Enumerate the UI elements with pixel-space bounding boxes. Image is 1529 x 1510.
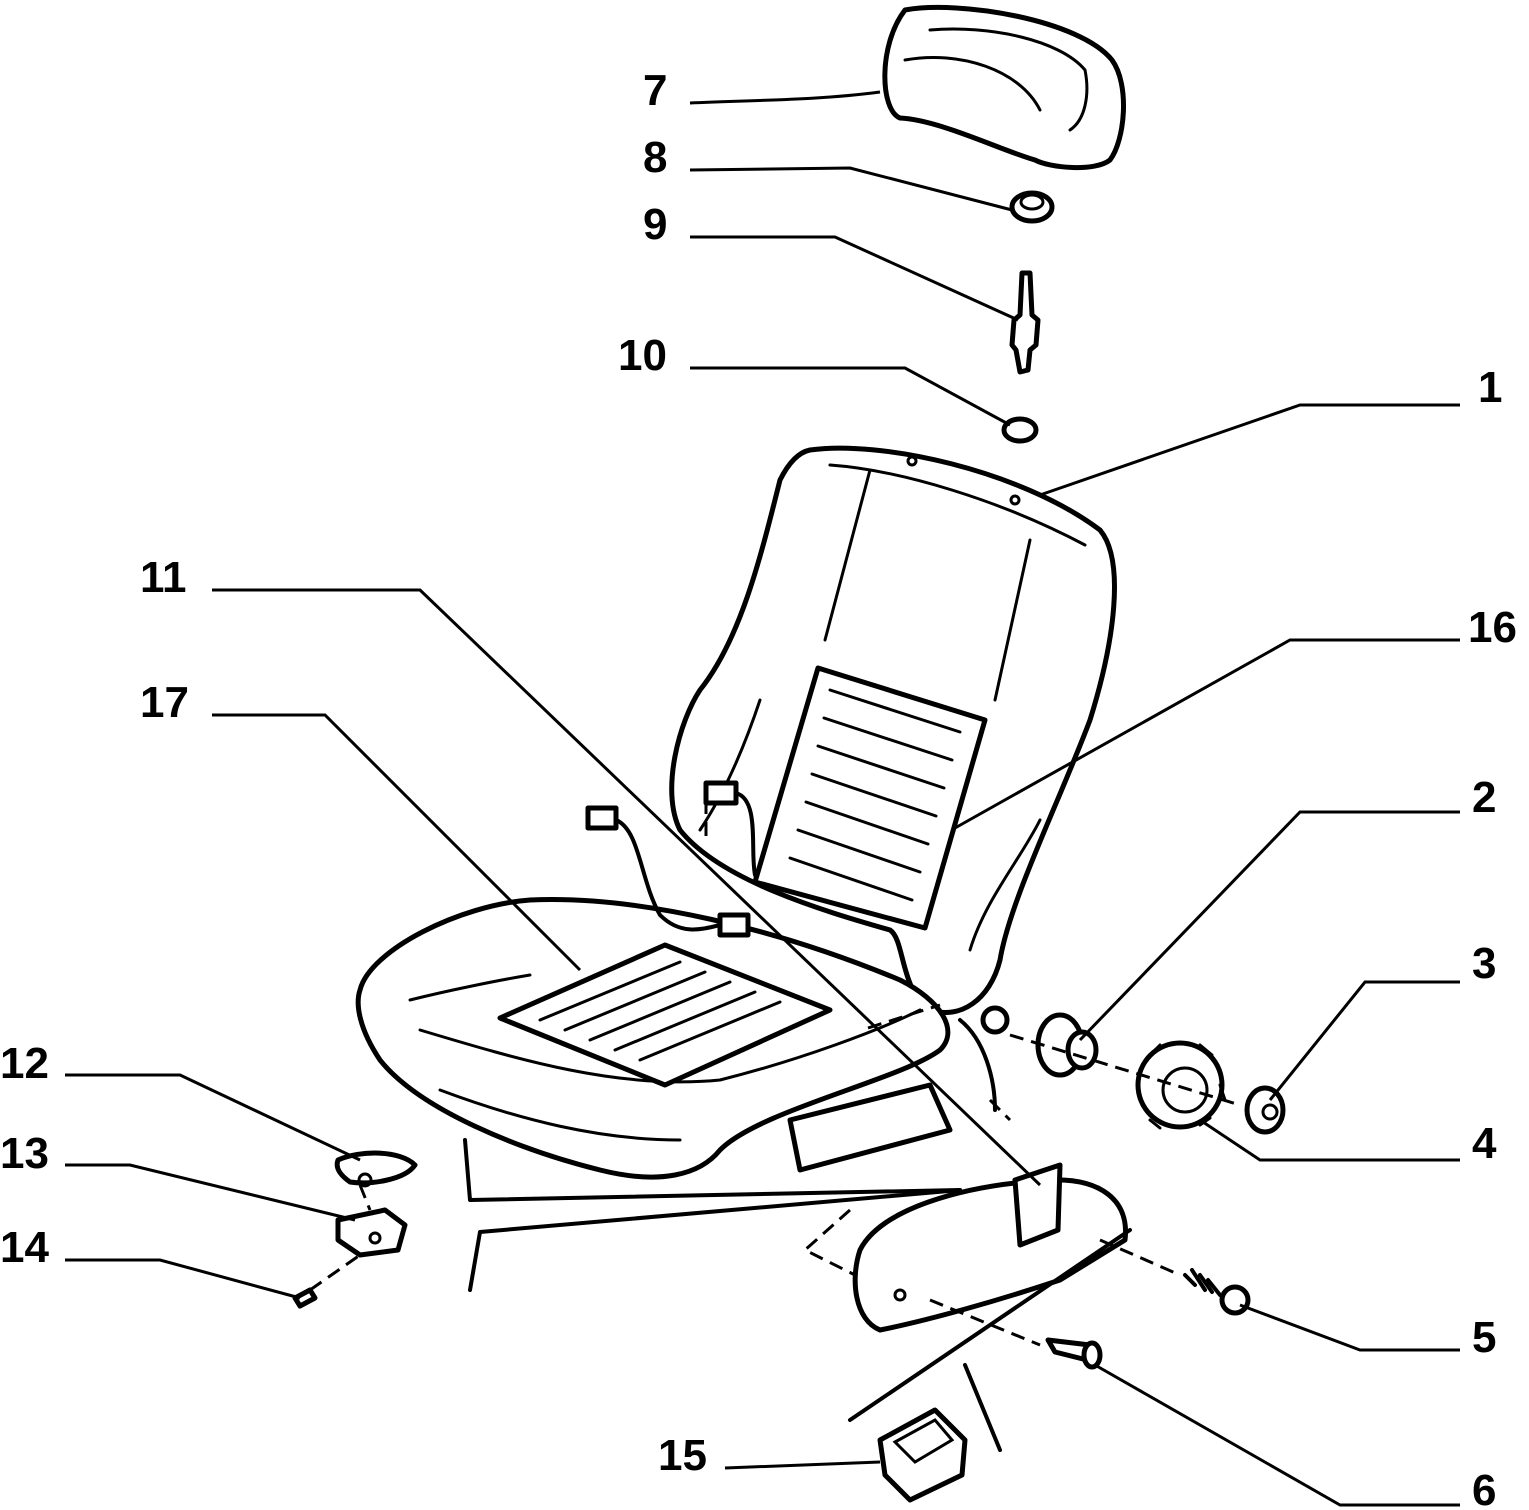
callout-8: 8 — [643, 133, 667, 182]
pin — [292, 1287, 318, 1309]
callout-6: 6 — [1472, 1466, 1496, 1510]
knob-cap — [1244, 1085, 1286, 1135]
headrest-guide-bush — [1009, 190, 1055, 224]
release-handle — [334, 1150, 418, 1188]
recliner-hub — [1035, 1012, 1099, 1078]
callout-13: 13 — [0, 1129, 49, 1178]
callout-10: 10 — [618, 331, 667, 380]
seat-frame — [463, 1005, 1010, 1292]
side-rail — [852, 1162, 1129, 1333]
callout-7: 7 — [643, 66, 667, 115]
rail-bar — [848, 1228, 1132, 1422]
callout-1: 1 — [1478, 363, 1502, 412]
callout-5: 5 — [1472, 1313, 1496, 1362]
cushion-heater-pad — [497, 805, 833, 1088]
backrest-heater-pad — [703, 665, 988, 931]
spring-button — [1183, 1268, 1251, 1316]
bracket-cup — [877, 1407, 968, 1503]
assembly-lines — [309, 800, 1241, 1347]
headrest-lower-bush — [1001, 416, 1039, 444]
headrest — [882, 4, 1127, 170]
callout-14: 14 — [0, 1223, 49, 1272]
callout-12: 12 — [0, 1039, 49, 1088]
callout-15: 15 — [658, 1431, 707, 1480]
callout-3: 3 — [1472, 939, 1496, 988]
rail-leg — [963, 1363, 1002, 1452]
callout-17: 17 — [140, 678, 189, 727]
headrest-rod — [1009, 270, 1041, 375]
callout-9: 9 — [643, 200, 667, 249]
callout-labels: 7 8 9 10 1 16 2 3 4 5 6 11 17 12 13 14 1… — [0, 66, 1517, 1510]
leader-lines — [65, 90, 1460, 1507]
screw — [1045, 1337, 1103, 1370]
recliner-knob — [1135, 1040, 1227, 1130]
release-bracket — [335, 1207, 408, 1258]
callout-16: 16 — [1468, 603, 1517, 652]
callout-4: 4 — [1472, 1119, 1497, 1168]
callout-2: 2 — [1472, 773, 1496, 822]
callout-11: 11 — [140, 553, 187, 602]
